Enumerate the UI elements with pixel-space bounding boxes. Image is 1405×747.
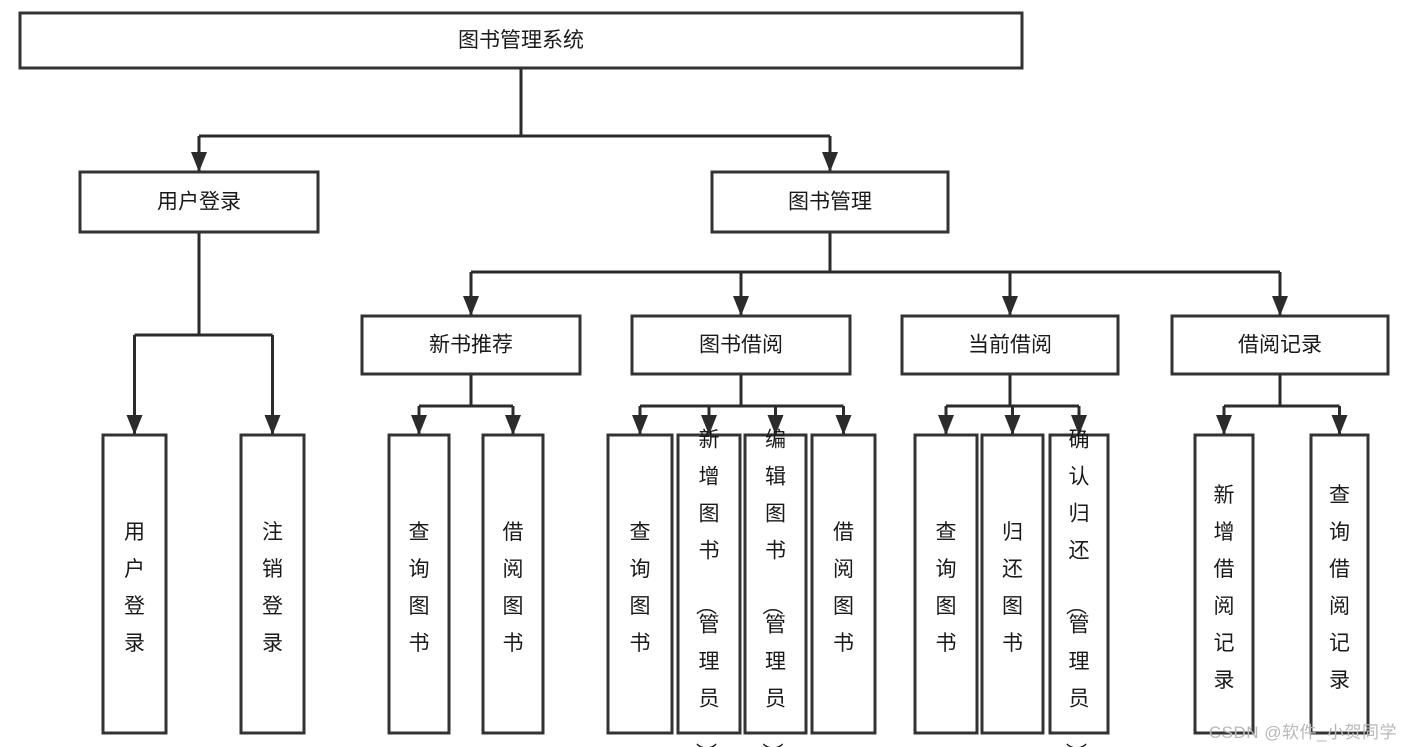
node-book-borrow[interactable]: 图书借阅 bbox=[630, 314, 852, 376]
node-borrow-record[interactable]: 借阅记录 bbox=[1170, 314, 1390, 376]
node-box-leaf-query-book-3[interactable] bbox=[913, 433, 979, 735]
node-label-leaf-user-login: 用户登录 bbox=[124, 521, 145, 655]
node-label-leaf-borrow-book-1: 借阅图书 bbox=[503, 521, 524, 655]
node-leaf-borrow-book-2[interactable]: 借阅图书 bbox=[810, 433, 877, 735]
node-leaf-borrow-book-1[interactable]: 借阅图书 bbox=[481, 433, 545, 735]
node-leaf-query-record[interactable]: 查询借阅记录 bbox=[1309, 433, 1370, 735]
node-label-book-borrow: 图书借阅 bbox=[699, 334, 783, 357]
connector-group-book-borrow bbox=[632, 374, 852, 435]
node-leaf-return-book[interactable]: 归还图书 bbox=[980, 433, 1045, 735]
node-label-leaf-query-book-3: 查询图书 bbox=[936, 521, 957, 655]
node-box-book-borrow[interactable] bbox=[630, 314, 852, 376]
node-label-user-login: 用户登录 bbox=[157, 191, 241, 214]
node-label-current-borrow: 当前借阅 bbox=[968, 334, 1052, 357]
node-box-leaf-add-book[interactable] bbox=[676, 433, 742, 735]
node-box-root[interactable] bbox=[18, 11, 1024, 70]
node-label-book-manage: 图书管理 bbox=[788, 191, 872, 214]
node-label-new-book-rec: 新书推荐 bbox=[429, 334, 513, 357]
node-label-leaf-return-book: 归还图书 bbox=[1002, 521, 1023, 655]
node-label-leaf-logout: 注销登录 bbox=[262, 521, 283, 655]
node-leaf-query-book-1[interactable]: 查询图书 bbox=[387, 433, 451, 735]
connectors-layer bbox=[126, 68, 1348, 435]
node-box-leaf-confirm-return[interactable] bbox=[1048, 433, 1110, 735]
node-label-borrow-record: 借阅记录 bbox=[1238, 334, 1322, 357]
node-box-new-book-rec[interactable] bbox=[360, 314, 582, 376]
node-label-root: 图书管理系统 bbox=[458, 29, 584, 52]
node-user-login[interactable]: 用户登录 bbox=[78, 170, 320, 234]
connector-group-current-borrow bbox=[938, 374, 1087, 435]
node-box-leaf-user-login[interactable] bbox=[101, 433, 168, 735]
node-current-borrow[interactable]: 当前借阅 bbox=[900, 314, 1120, 376]
node-label-leaf-query-book-2: 查询图书 bbox=[630, 521, 651, 655]
node-label-leaf-query-record: 查询借阅记录 bbox=[1329, 484, 1350, 692]
node-box-borrow-record[interactable] bbox=[1170, 314, 1390, 376]
node-box-leaf-edit-book[interactable] bbox=[743, 433, 808, 735]
node-new-book-rec[interactable]: 新书推荐 bbox=[360, 314, 582, 376]
node-label-leaf-query-book-1: 查询图书 bbox=[409, 521, 430, 655]
csdn-watermark: CSDN @软件_小贺同学 bbox=[1208, 723, 1397, 742]
connector-group-borrow-record bbox=[1216, 374, 1348, 435]
node-label-leaf-borrow-book-2: 借阅图书 bbox=[833, 521, 854, 655]
node-root[interactable]: 图书管理系统 bbox=[18, 11, 1024, 70]
connector-group-user-login bbox=[126, 232, 281, 435]
node-label-leaf-add-record: 新增借阅记录 bbox=[1214, 484, 1235, 692]
node-leaf-confirm-return[interactable]: 确认归还（管理员） bbox=[1048, 428, 1110, 747]
node-book-manage[interactable]: 图书管理 bbox=[710, 170, 950, 234]
node-box-user-login[interactable] bbox=[78, 170, 320, 234]
connector-group-new-book-rec bbox=[411, 374, 521, 435]
node-leaf-query-book-3[interactable]: 查询图书 bbox=[913, 433, 979, 735]
node-leaf-edit-book[interactable]: 编辑图书（管理员） bbox=[743, 428, 808, 747]
node-box-book-manage[interactable] bbox=[710, 170, 950, 234]
node-leaf-add-record[interactable]: 新增借阅记录 bbox=[1193, 433, 1255, 735]
node-box-current-borrow[interactable] bbox=[900, 314, 1120, 376]
connector-group-root bbox=[191, 68, 838, 172]
node-label-leaf-confirm-return: 确认归还（管理员） bbox=[1064, 428, 1090, 747]
node-label-leaf-add-book: 新增图书（管理员） bbox=[694, 428, 720, 747]
node-box-leaf-query-book-1[interactable] bbox=[387, 433, 451, 735]
node-leaf-user-login[interactable]: 用户登录 bbox=[101, 433, 168, 735]
node-leaf-logout[interactable]: 注销登录 bbox=[239, 433, 306, 735]
node-box-leaf-return-book[interactable] bbox=[980, 433, 1045, 735]
node-box-leaf-logout[interactable] bbox=[239, 433, 306, 735]
node-box-leaf-add-record[interactable] bbox=[1193, 433, 1255, 735]
node-leaf-query-book-2[interactable]: 查询图书 bbox=[606, 433, 674, 735]
node-box-leaf-query-record[interactable] bbox=[1309, 433, 1370, 735]
nodes-layer: 图书管理系统用户登录图书管理新书推荐图书借阅当前借阅借阅记录用户登录注销登录查询… bbox=[18, 11, 1390, 747]
node-leaf-add-book[interactable]: 新增图书（管理员） bbox=[676, 428, 742, 747]
node-box-leaf-borrow-book-1[interactable] bbox=[481, 433, 545, 735]
node-box-leaf-query-book-2[interactable] bbox=[606, 433, 674, 735]
node-box-leaf-borrow-book-2[interactable] bbox=[810, 433, 877, 735]
connector-group-book-manage bbox=[463, 232, 1288, 316]
node-label-leaf-edit-book: 编辑图书（管理员） bbox=[760, 428, 786, 747]
